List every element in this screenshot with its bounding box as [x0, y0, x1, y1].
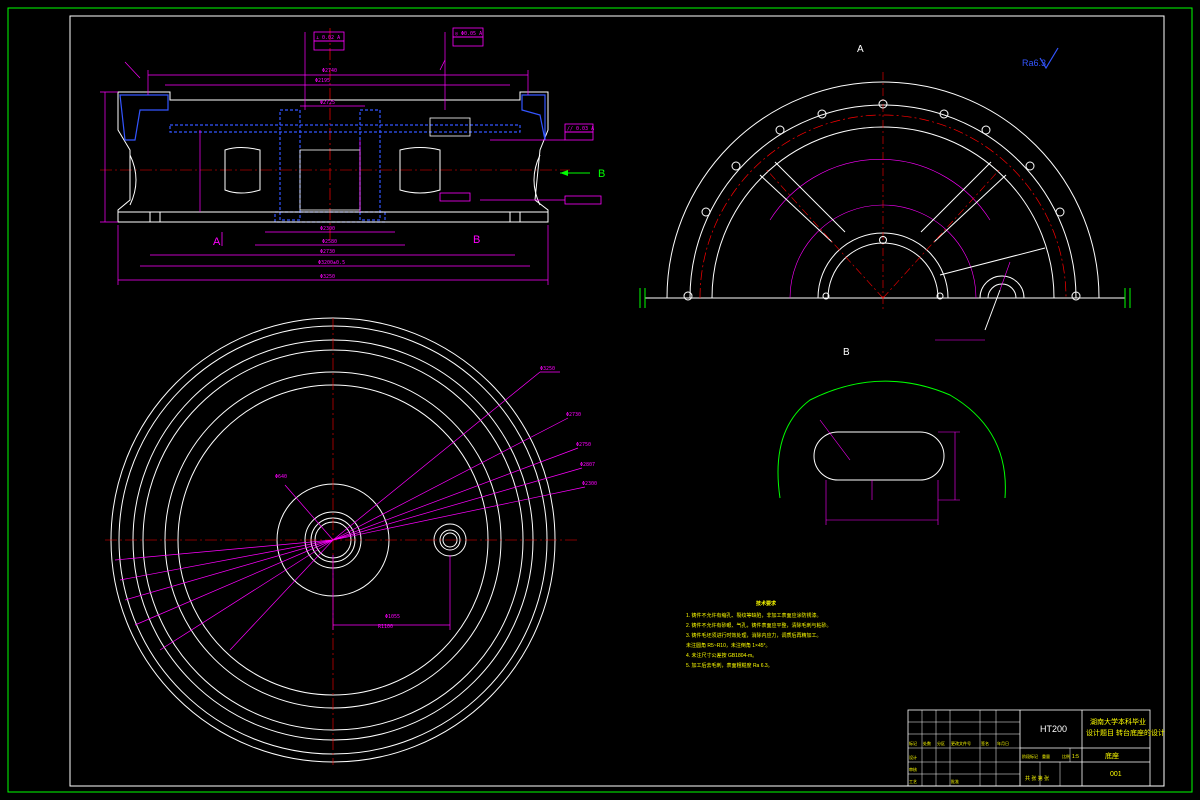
note-item: 5. 加工后去毛刺，表面粗糙度 Ra 6.3。 [686, 663, 773, 669]
plan-dim-1: Φ3250 [540, 366, 555, 372]
surface-finish-icon [1039, 47, 1059, 70]
section-view: Φ2740 Φ2195 Φ2725 Φ2300 Φ2580 Φ2730 Φ320… [100, 27, 605, 285]
view-a-title: A [857, 44, 864, 55]
plan-dim-2: Φ2730 [566, 412, 581, 418]
material-label: HT200 [1040, 724, 1067, 734]
part-name: 底座 [1105, 751, 1119, 760]
dim-top-3: Φ2725 [320, 100, 335, 106]
note-item: 3. 铸件毛坯须进行时效处理，消除内应力，调质后再精加工。 [686, 633, 822, 639]
outer-border [7, 7, 1193, 793]
tb-header-10: 阶段标记 [1022, 753, 1038, 759]
note-item: 2. 铸件不允许有砂眼、气孔，铸件表面应平整，清除毛刺与粘砂。 [686, 623, 832, 629]
tb-header-11: 重量 [1042, 753, 1050, 759]
plan-dim-4: Φ2807 [580, 462, 595, 468]
note-item: 4. 未注尺寸公差按 GB1804-m。 [686, 653, 758, 659]
plan-dim-7: Φ1055 [385, 614, 400, 620]
section-a-marker: A [213, 236, 221, 248]
tb-header-3: 更改文件号 [951, 740, 971, 746]
plan-dim-8: R1100 [378, 624, 393, 630]
sheet-label: 共 张 第 张 [1025, 775, 1049, 782]
technical-notes: 技术要求 1. 铸件不允许有缩孔、裂纹等缺陷，非加工表面应涂防锈漆。 2. 铸件… [686, 599, 846, 671]
plan-dim-5: Φ2300 [582, 481, 597, 487]
dim-bottom-1: Φ2300 [320, 226, 335, 232]
tb-header-1: 处数 [923, 740, 931, 746]
view-b-title: B [843, 347, 850, 358]
tb-header-4: 签名 [981, 740, 989, 746]
section-b-marker: B [473, 234, 480, 246]
dim-bottom-2: Φ2580 [322, 239, 337, 245]
tb-header-8: 工艺 [909, 779, 917, 784]
tb-header-7: 审核 [909, 766, 917, 772]
tolerance-frame-2: ◎ Φ0.05 A [455, 31, 482, 37]
view-a-half: A Ra6.3 [639, 44, 1131, 341]
tb-header-2: 分区 [937, 740, 945, 746]
tb-header-0: 标记 [909, 740, 917, 746]
note-item: 未注圆角 R5~R10，未注倒角 1×45°。 [686, 643, 771, 649]
drawing-number: 001 [1110, 771, 1122, 778]
note-item: 1. 铸件不允许有缩孔、裂纹等缺陷，非加工表面应涂防锈漆。 [686, 613, 822, 619]
dim-bottom-5: Φ3250 [320, 274, 335, 280]
tb-header-12: 比例 [1062, 753, 1070, 759]
plan-dim-6: Φ640 [275, 474, 287, 480]
tb-header-5: 年月日 [997, 740, 1009, 746]
tolerance-frame-1: ⊥ 0.02 A [316, 35, 340, 41]
surface-finish-label: Ra6.3 [1022, 58, 1046, 68]
tb-header-9: 批准 [951, 778, 959, 784]
view-b-detail: B [777, 347, 1006, 525]
view-b-arrow-label: B [598, 168, 605, 180]
dim-top-2: Φ2195 [315, 78, 330, 84]
dim-top-1: Φ2740 [322, 68, 337, 74]
scale-label: 1:5 [1072, 754, 1079, 760]
notes-title: 技术要求 [755, 601, 776, 607]
dim-bottom-3: Φ2730 [320, 249, 335, 255]
plan-view: Φ3250 Φ2730 Φ2750 Φ2807 Φ2300 Φ640 Φ1055… [105, 317, 597, 765]
plan-dim-3: Φ2750 [576, 442, 591, 448]
inner-border [69, 15, 1165, 787]
dim-bottom-4: Φ3200±0.5 [318, 260, 345, 266]
title-block-text: HT200 湖南大学本科毕业 设计题目 转台底座的设计 底座 001 1:5 共… [909, 717, 1165, 784]
school-line-1: 湖南大学本科毕业 [1090, 717, 1146, 726]
tolerance-frame-3: // 0.03 A [567, 126, 594, 132]
title-block [907, 709, 1151, 787]
tb-header-6: 设计 [909, 754, 917, 760]
school-line-2: 设计题目 转台底座的设计 [1086, 728, 1165, 737]
